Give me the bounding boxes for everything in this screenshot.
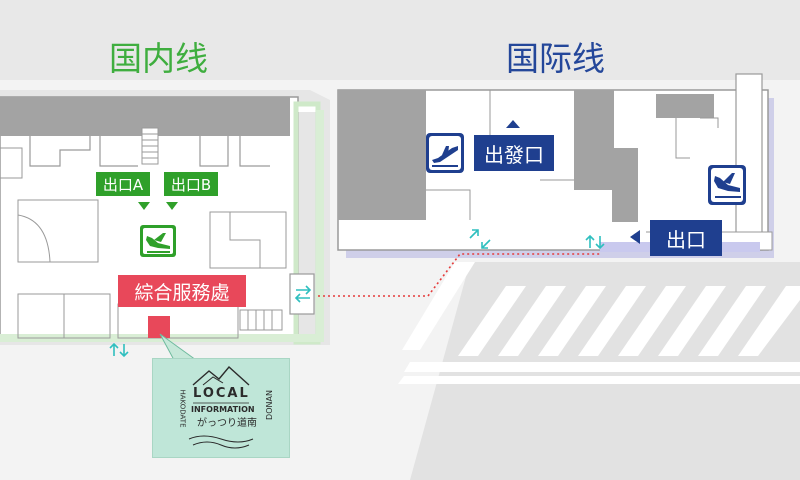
curb [402, 262, 475, 350]
parking-stripe [698, 286, 766, 356]
card-vertical-left: HAKODATE [178, 389, 187, 428]
card-subtitle: がっつり道南 [197, 418, 257, 429]
walkway-arrow-door-left [294, 285, 312, 303]
room [17, 199, 99, 263]
exit-b-tag: 出口B [164, 172, 218, 196]
service-counter-tag: 綜合服務處 [118, 275, 246, 307]
airplane-takeoff-icon [426, 133, 464, 173]
curved-wall [17, 214, 51, 263]
upper-area [0, 0, 800, 80]
wall [29, 136, 91, 167]
wall [199, 136, 229, 167]
airplane-landing-icon [140, 225, 176, 257]
walking-route [318, 253, 600, 297]
parking-stripe [458, 286, 526, 356]
exit-b-arrow [166, 202, 178, 210]
departures-tag: 出發口 [474, 135, 554, 171]
wall [675, 118, 690, 159]
exit-a-tag: 出口A [96, 172, 150, 196]
wall [426, 189, 471, 220]
connector-door [289, 273, 315, 315]
road-line [398, 376, 800, 384]
airplane-landing-icon [708, 165, 746, 205]
room [0, 147, 23, 179]
parking-stripe [658, 286, 726, 356]
walkway-arrow-intl-right [585, 234, 605, 250]
information-counter [148, 316, 170, 338]
wall [99, 136, 138, 167]
walkway-arrow-intl-left [469, 229, 491, 249]
card-vertical-right: DONAN [264, 390, 274, 420]
parking-stripe [618, 286, 686, 356]
wall [229, 212, 261, 268]
intl-exit-tag: 出口 [650, 220, 722, 256]
gate-block [0, 97, 290, 136]
international-terminal-title: 国际线 [506, 39, 605, 78]
departures-arrow [506, 120, 520, 128]
wall [239, 136, 270, 167]
parking-stripe [738, 286, 800, 356]
domestic-terminal-title: 国内线 [109, 39, 208, 78]
parking-stripe [578, 286, 646, 356]
escalator [239, 309, 283, 331]
wall [700, 117, 719, 128]
mountain-logo-icon [188, 365, 254, 449]
card-title-information: INFORMATION [191, 405, 255, 414]
intl-block [656, 94, 714, 118]
exit-a-arrow [138, 202, 150, 210]
card-title-local: LOCAL [193, 386, 250, 401]
intl-block [612, 148, 638, 228]
intl-block [574, 90, 614, 190]
intl-wing [735, 73, 763, 251]
intl-exit-arrow [630, 230, 640, 244]
parking-stripe [498, 286, 566, 356]
road-line [404, 362, 800, 372]
intl-block [338, 90, 426, 220]
parking-stripe [538, 286, 606, 356]
room [209, 211, 287, 269]
local-information-card[interactable]: LOCAL INFORMATION がっつり道南 HAKODATE DONAN [152, 358, 290, 458]
walkway-arrow-domestic-exit [109, 342, 129, 358]
parking-lot [398, 262, 800, 480]
